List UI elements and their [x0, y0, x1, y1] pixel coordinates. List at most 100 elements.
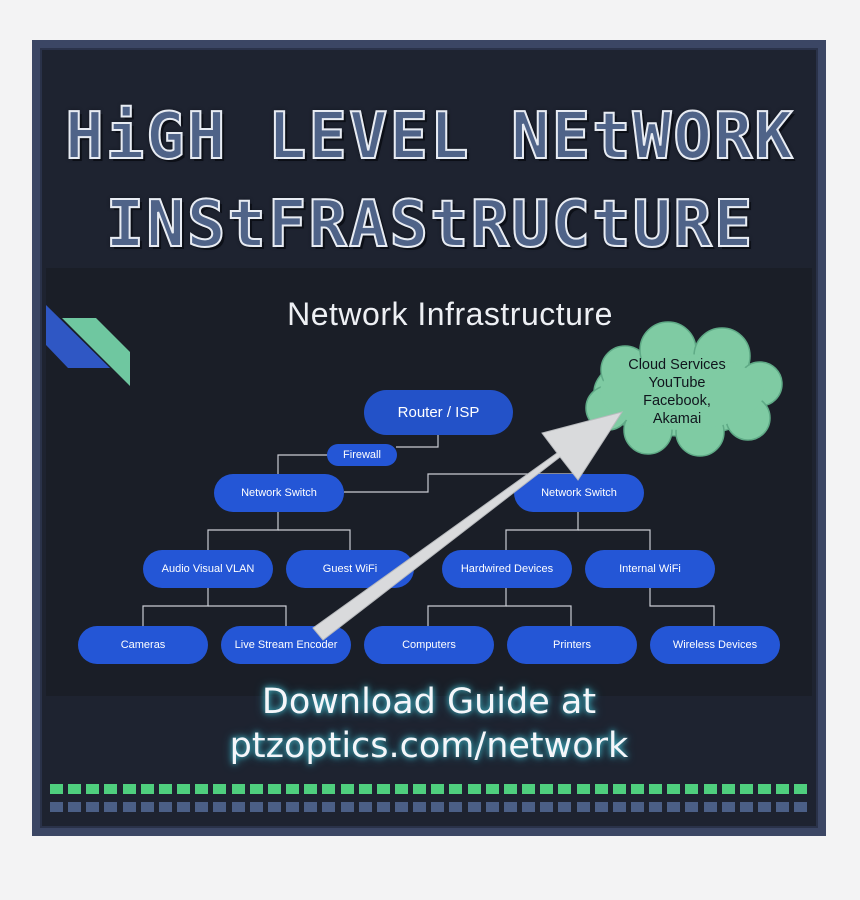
decorative-dot — [413, 802, 427, 812]
decorative-dot — [667, 802, 681, 812]
decorative-dot — [758, 802, 772, 812]
decorative-dot — [667, 784, 681, 794]
decorative-dot — [503, 802, 517, 812]
decorative-dot — [522, 784, 536, 794]
network-switch-left-node: Network Switch — [214, 474, 344, 512]
decorative-dot — [594, 802, 608, 812]
decorative-dot — [540, 784, 554, 794]
decorative-dot — [522, 802, 536, 812]
cloud-line-1: Cloud Services — [628, 357, 726, 373]
decorative-dot — [485, 802, 499, 812]
decorative-dot — [304, 784, 318, 794]
audio-visual-vlan-node: Audio Visual VLAN — [143, 550, 273, 588]
decorative-dot — [685, 802, 699, 812]
decorative-dot — [776, 784, 790, 794]
decorative-dot — [195, 784, 209, 794]
logo-stripes-icon — [46, 305, 130, 386]
decorative-dot — [376, 802, 390, 812]
decorative-dot — [86, 784, 100, 794]
decorative-dot — [104, 802, 118, 812]
decorative-dot — [394, 784, 408, 794]
decorative-dot — [340, 802, 354, 812]
decorative-dot — [322, 784, 336, 794]
decorative-dot — [703, 784, 717, 794]
decorative-dot — [286, 802, 300, 812]
decorative-dot — [576, 802, 590, 812]
router-isp-node: Router / ISP — [364, 390, 513, 435]
decorative-dot — [467, 802, 481, 812]
decorative-dot — [231, 784, 245, 794]
decorative-dot — [376, 784, 390, 794]
decorative-dot — [503, 784, 517, 794]
decorative-dot — [794, 802, 808, 812]
decorative-dot — [631, 802, 644, 812]
decorative-dot — [485, 784, 499, 794]
decorative-dot — [758, 784, 772, 794]
decorative-dot — [50, 802, 63, 812]
decorative-dot — [158, 784, 172, 794]
decorative-dot — [104, 784, 118, 794]
title-line-1: HiGH LEVEL NEtWORK — [64, 99, 795, 175]
diagram-heading: Network Infrastructure — [287, 296, 613, 332]
decorative-dot — [649, 784, 663, 794]
download-url-text: ptzoptics.com/network — [229, 726, 629, 766]
guest-wifi-node: Guest WiFi — [286, 550, 414, 588]
decorative-dot — [558, 802, 572, 812]
decorative-dot — [140, 802, 154, 812]
decorative-dot — [286, 784, 300, 794]
decorative-dot — [649, 802, 663, 812]
decorative-dot — [540, 802, 554, 812]
firewall-node: Firewall — [327, 444, 397, 466]
decorative-dot — [685, 784, 699, 794]
decorative-dot — [340, 784, 354, 794]
decorative-dot — [739, 784, 753, 794]
decorative-dot — [721, 784, 735, 794]
decorative-dot — [322, 802, 336, 812]
decorative-dot — [631, 784, 644, 794]
decorative-dot — [558, 784, 572, 794]
decorative-dot — [431, 802, 445, 812]
live-stream-encoder-node: Live Stream Encoder — [221, 626, 351, 664]
decorative-dot — [413, 784, 427, 794]
wireless-devices-node: Wireless Devices — [650, 626, 780, 664]
cloud-line-4: Akamai — [652, 411, 702, 427]
decorative-dot — [721, 802, 735, 812]
decorative-dot — [267, 784, 281, 794]
decorative-dot — [467, 784, 481, 794]
decorative-dots-blue — [50, 802, 808, 812]
decorative-dot — [431, 784, 445, 794]
cloud-services-label: Cloud Services YouTube Facebook, Akamai — [600, 356, 754, 428]
hardwired-devices-node: Hardwired Devices — [442, 550, 572, 588]
decorative-dot — [213, 784, 227, 794]
internal-wifi-node: Internal WiFi — [585, 550, 715, 588]
decorative-dot — [449, 802, 463, 812]
decorative-dot — [50, 784, 63, 794]
cloud-line-3: Facebook, — [643, 393, 711, 409]
printers-node: Printers — [507, 626, 637, 664]
decorative-dot — [195, 802, 209, 812]
decorative-dot — [739, 802, 753, 812]
computers-node: Computers — [364, 626, 494, 664]
cloud-line-2: YouTube — [648, 375, 706, 391]
decorative-dot — [576, 784, 590, 794]
cameras-node: Cameras — [78, 626, 208, 664]
decorative-dot — [358, 802, 372, 812]
decorative-dot — [140, 784, 154, 794]
decorative-dot — [612, 784, 626, 794]
decorative-dot — [68, 784, 82, 794]
decorative-dot — [122, 802, 136, 812]
decorative-dot — [304, 802, 318, 812]
decorative-dot — [794, 784, 808, 794]
decorative-dot — [612, 802, 626, 812]
decorative-dot — [177, 802, 191, 812]
decorative-dot — [267, 802, 281, 812]
decorative-dot — [394, 802, 408, 812]
decorative-dots-green — [50, 784, 808, 794]
decorative-dot — [249, 784, 263, 794]
decorative-dot — [249, 802, 263, 812]
decorative-dot — [122, 784, 136, 794]
decorative-dot — [703, 802, 717, 812]
decorative-dot — [231, 802, 245, 812]
decorative-dot — [449, 784, 463, 794]
